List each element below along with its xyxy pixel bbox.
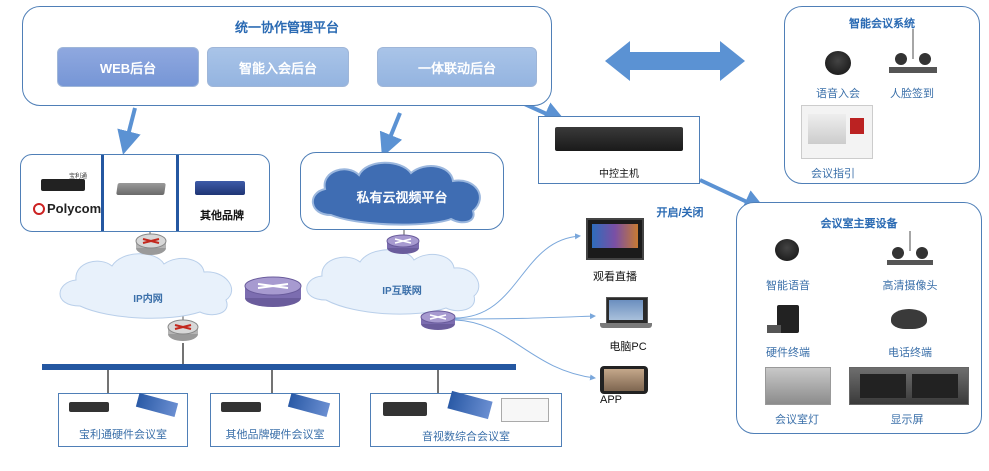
router-icon-top[interactable] [135,232,167,256]
room-other-brand[interactable]: 其他品牌硬件会议室 [210,393,340,447]
controller-panel: 中控主机 [538,116,700,184]
smart-meeting-title: 智能会议系统 [849,18,915,30]
private-cloud-panel: 私有云视频平台 [300,152,504,230]
live-screen-icon[interactable] [586,218,644,260]
room-device-icon [383,402,427,416]
room-screen-icon [447,390,493,420]
face-checkin-label: 人脸签到 [890,88,934,100]
controller-label: 中控主机 [599,169,639,180]
meeting-guide-screen-icon [801,105,873,159]
smart-meeting-panel: 智能会议系统 语音入会 人脸签到 会议指引 [784,6,980,184]
face-camera-icon [887,29,939,77]
divider-2 [176,155,179,231]
room-devices-panel: 会议室主要设备 智能语音 高清摄像头 硬件终端 电话终端 会议室灯 显示屏 [736,202,982,434]
arrow-platform-to-cloud [379,112,403,158]
voice-join-label: 语音入会 [816,88,860,100]
tablet-icon[interactable] [600,366,648,394]
smart-voice-icon [775,239,799,261]
platform-title: 统一协作管理平台 [234,20,339,35]
meeting-room-light-image [765,367,831,405]
brand-devices-panel: 宝利通 Polycom 其他品牌 [20,154,270,232]
hardware-terminal-label: 硬件终端 [766,347,810,359]
phone-terminal-label: 电话终端 [888,347,932,359]
other-brand-label: 其他品牌 [200,210,244,222]
room-polycom-label: 宝利通硬件会议室 [79,429,167,441]
curve-to-pc [454,313,596,320]
room-integrated[interactable]: 音视数综合会议室 [370,390,562,447]
polycom-logo-icon [33,203,45,215]
on-off-label: 开启/关闭 [656,207,704,219]
network-bus [42,364,516,370]
router-icon-cloud[interactable] [386,234,420,254]
hd-camera-label: 高清摄像头 [882,280,938,292]
smart-join-backend-button[interactable]: 智能入会后台 [207,47,349,87]
polycom-logo-text: Polycom [47,201,102,216]
curve-to-app [454,319,596,381]
display-screen-image [849,367,969,405]
room-whiteboard-icon [501,398,549,422]
room-device-icon [221,402,261,412]
room-devices-title: 会议室主要设备 [820,218,898,230]
router-icon-bottom[interactable] [167,318,199,342]
smart-voice-label: 智能语音 [766,280,810,292]
display-screen-label: 显示屏 [890,414,924,426]
divider-1 [101,155,104,231]
laptop-icon[interactable] [600,297,652,331]
arrow-platform-to-brands [117,107,141,155]
ip-internet-cloud [306,249,480,315]
other-brand-device-icon [195,181,245,195]
meeting-guide-label: 会议指引 [811,168,855,180]
firewall-router-icon[interactable] [244,276,302,308]
linkage-backend-button[interactable]: 一体联动后台 [377,47,537,87]
private-cloud-label: 私有云视频平台 [356,190,448,205]
phone-terminal-icon [891,309,927,329]
controller-device-icon [555,127,683,151]
hardware-terminal-icon [767,305,807,335]
polycom-device-icon [41,179,85,191]
ip-internet-label: IP互联网 [382,286,422,297]
room-screen-icon [287,393,331,417]
room-polycom[interactable]: 宝利通硬件会议室 [58,393,188,447]
ip-intranet-label: IP内网 [133,294,163,305]
room-screen-icon [135,393,179,417]
pc-label: 电脑PC [609,341,647,353]
curve-to-live [454,233,581,319]
meeting-room-light-label: 会议室灯 [775,414,819,426]
app-label: APP [599,394,622,406]
room-integrated-label: 音视数综合会议室 [422,431,510,443]
private-cloud-shape [312,161,481,226]
polycom-small-label: 宝利通 [69,174,88,180]
smart-speaker-icon [825,51,851,75]
ip-intranet-cloud [59,253,233,319]
room-other-brand-label: 其他品牌硬件会议室 [225,429,325,441]
live-label: 观看直播 [593,271,637,283]
room-device-icon [69,402,109,412]
web-backend-button[interactable]: WEB后台 [57,47,199,87]
router-icon-internet[interactable] [420,309,456,331]
double-arrow [605,41,745,81]
platform-panel: 统一协作管理平台 WEB后台 智能入会后台 一体联动后台 [22,6,552,106]
hd-camera-icon [885,231,935,267]
